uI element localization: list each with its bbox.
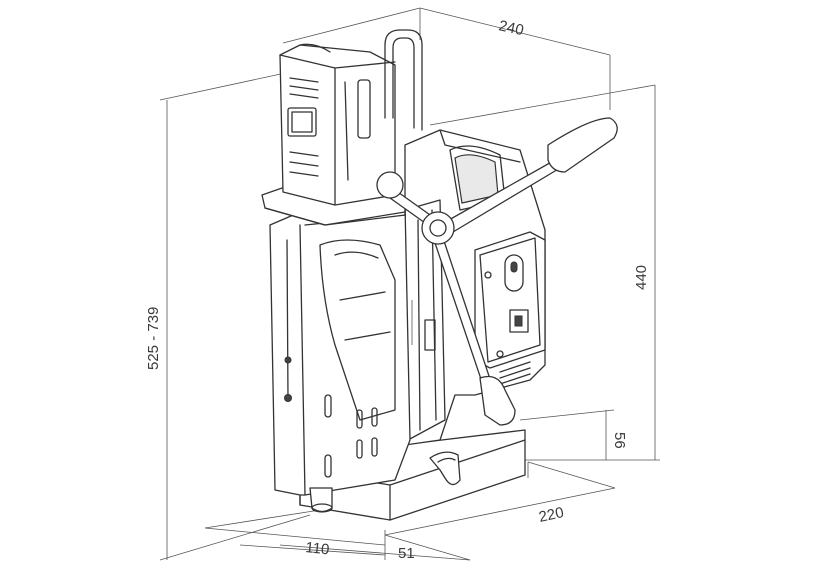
dim-base-height: 56	[611, 432, 628, 449]
motor	[261, 43, 406, 226]
dim-left-height: 525 - 739	[145, 307, 162, 370]
dimension-lines	[159, 7, 660, 561]
dim-offset: 51	[398, 545, 415, 562]
dim-front-width: 110	[305, 539, 331, 558]
column-slide	[404, 199, 446, 441]
dimension-labels: 240 440 525 - 739 56 220 110 51	[145, 17, 650, 562]
front-housing	[269, 204, 411, 513]
dim-top-depth: 240	[497, 17, 525, 39]
dim-base-length: 220	[537, 504, 565, 526]
dim-right-height: 440	[633, 265, 650, 290]
carry-handle	[384, 29, 423, 131]
feed-handles	[376, 117, 618, 426]
